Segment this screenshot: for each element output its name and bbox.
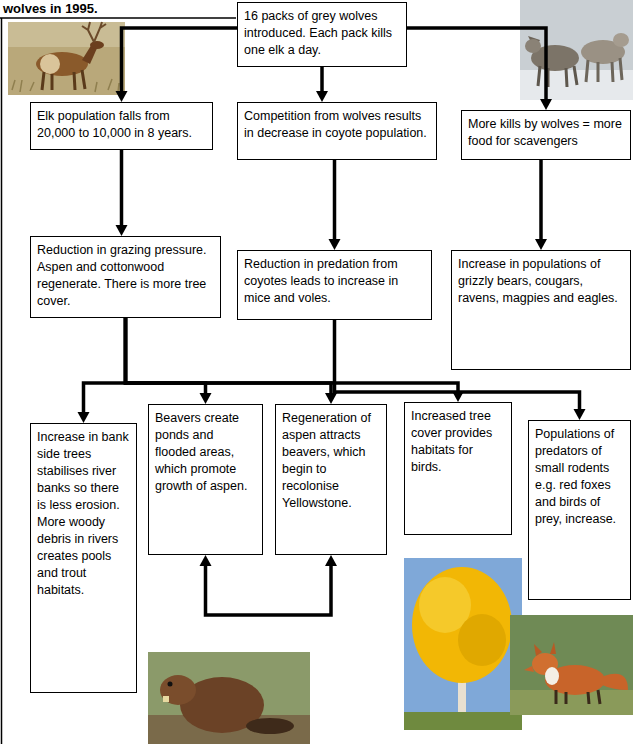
box-text: More kills by wolves = more food for sca…	[468, 116, 624, 150]
process-box: Regeneration of aspen attracts beavers, …	[275, 404, 387, 555]
box-text: Reduction in predation from coyotes lead…	[244, 256, 425, 307]
wolves-picture	[520, 0, 633, 100]
flow-arrow	[126, 318, 212, 404]
arrowhead	[574, 409, 586, 420]
process-box: 16 packs of grey wolves introduced. Each…	[237, 2, 407, 67]
arrowhead	[325, 393, 337, 404]
box-text: Increase in bank side trees stabilises r…	[37, 429, 130, 599]
arrowhead	[116, 225, 128, 236]
connector-line	[206, 563, 332, 615]
beaver-picture	[148, 652, 310, 744]
box-text: Regeneration of aspen attracts beavers, …	[282, 410, 380, 512]
process-box: Increased tree cover provides habitats f…	[404, 402, 512, 535]
arrowhead	[535, 239, 547, 250]
box-text: Increased tree cover provides habitats f…	[411, 408, 505, 476]
connector-line	[122, 28, 238, 94]
arrowhead	[329, 239, 341, 250]
process-box: More kills by wolves = more food for sca…	[461, 110, 631, 160]
flow-arrow	[200, 555, 338, 615]
frame-line	[1, 18, 3, 744]
arrowhead	[116, 91, 128, 102]
flow-arrow	[116, 28, 238, 102]
red-fox-picture	[510, 615, 633, 715]
process-box: Increase in populations of grizzly bears…	[451, 250, 631, 370]
box-text: Elk population falls from 20,000 to 10,0…	[37, 108, 206, 142]
process-box: Beavers create ponds and flooded areas, …	[148, 404, 263, 555]
arrowhead	[200, 393, 212, 404]
frame-line	[0, 17, 236, 19]
flow-arrow	[407, 28, 552, 110]
arrowhead	[325, 555, 337, 566]
box-text: Reduction in grazing pressure. Aspen and…	[37, 242, 214, 310]
connector-line	[539, 160, 543, 242]
connector-line	[84, 318, 126, 415]
process-box: Increase in bank side trees stabilises r…	[30, 423, 137, 693]
connector-line	[333, 160, 337, 242]
flow-arrow	[316, 67, 328, 102]
process-box: Reduction in grazing pressure. Aspen and…	[30, 236, 221, 318]
arrowhead	[540, 99, 552, 110]
connector-line	[407, 28, 546, 102]
aspen-tree-picture	[404, 558, 522, 730]
flow-arrow	[126, 318, 338, 404]
flow-arrow	[329, 160, 341, 250]
process-box: Competition from wolves results in decre…	[237, 102, 437, 160]
arrowhead	[78, 412, 90, 423]
box-text: Competition from wolves results in decre…	[244, 108, 430, 142]
heading-fragment: wolves in 1995.	[3, 1, 98, 16]
elk-picture	[8, 22, 125, 95]
flow-arrow	[126, 318, 465, 402]
flow-arrow	[116, 150, 128, 236]
arrowhead	[200, 555, 212, 566]
flow-arrow	[535, 160, 547, 250]
box-text: 16 packs of grey wolves introduced. Each…	[244, 8, 400, 59]
connector-line	[320, 67, 324, 94]
box-text: Beavers create ponds and flooded areas, …	[155, 410, 256, 495]
box-text: Populations of predators of small rodent…	[535, 426, 624, 528]
connector-line	[120, 150, 124, 228]
flow-arrow	[78, 318, 126, 423]
box-text: Increase in populations of grizzly bears…	[458, 256, 624, 307]
process-box: Elk population falls from 20,000 to 10,0…	[30, 102, 213, 150]
process-box: Reduction in predation from coyotes lead…	[237, 250, 432, 320]
arrowhead	[316, 91, 328, 102]
connector-line	[126, 318, 459, 394]
process-box: Populations of predators of small rodent…	[528, 420, 631, 600]
